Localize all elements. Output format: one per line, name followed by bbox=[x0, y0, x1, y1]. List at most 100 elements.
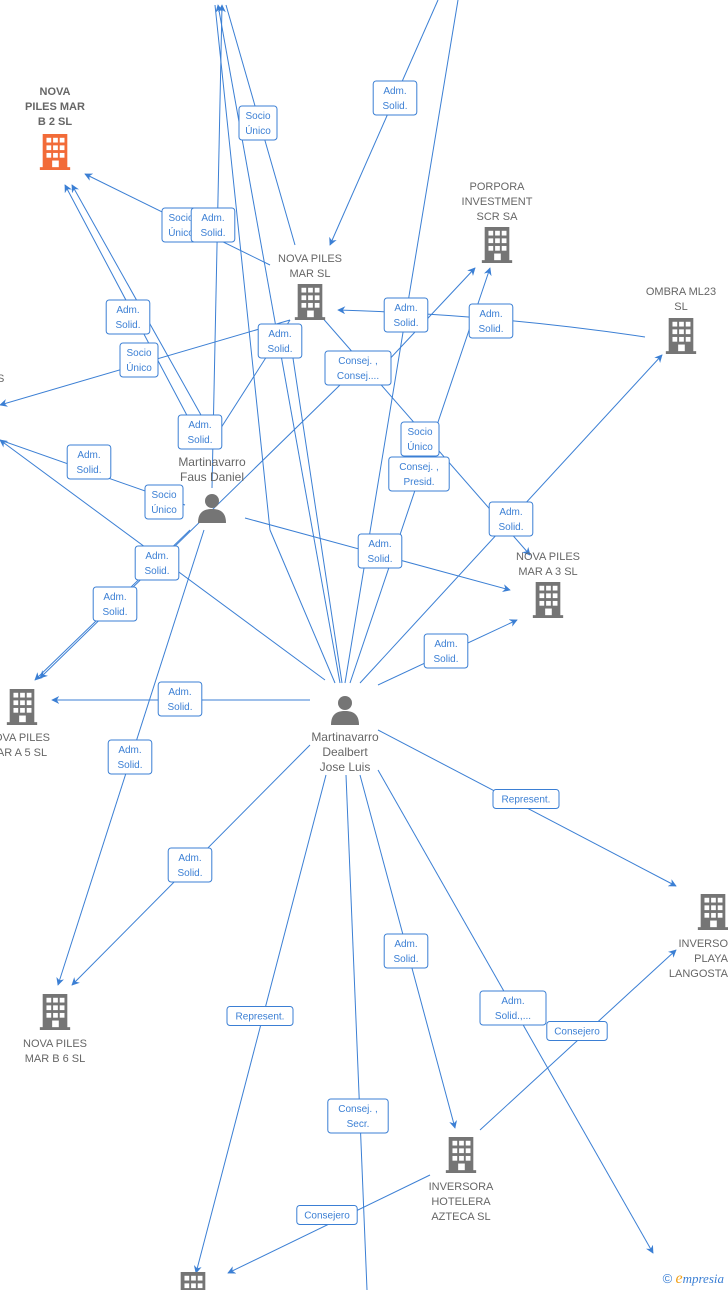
edge-label-text: Único bbox=[151, 503, 177, 516]
edge-label-text: Solid. bbox=[393, 318, 418, 329]
edge-label-text: Consej. , bbox=[399, 462, 438, 473]
edge-label-l22[interactable]: Adm.Solid. bbox=[107, 739, 153, 775]
edge-label-box bbox=[546, 1021, 608, 1041]
node-label-line: MAR SL bbox=[290, 268, 331, 280]
footer-brand[interactable]: © empresia bbox=[663, 1270, 724, 1288]
edge-label-l6[interactable]: Adm. Solid. bbox=[257, 323, 303, 359]
edge-label-l20[interactable]: Adm.Solid. bbox=[423, 633, 469, 669]
edges-layer bbox=[0, 0, 677, 1290]
edge-label-text: Consejero bbox=[304, 1211, 350, 1222]
edge-label-box bbox=[400, 421, 440, 457]
person-icon bbox=[331, 696, 359, 725]
brand-initial: e bbox=[675, 1270, 683, 1287]
edge-label-l5[interactable]: Adm.Solid. bbox=[105, 299, 151, 335]
edge-label-l7[interactable]: Adm.Solid. bbox=[383, 297, 429, 333]
edge-label-l11[interactable]: Adm.Solid. bbox=[177, 414, 223, 450]
edge-label-l23[interactable]: Represent. bbox=[492, 789, 560, 809]
edge-label-l26[interactable]: Represent. bbox=[226, 1006, 294, 1026]
edge bbox=[39, 384, 341, 679]
edge-label-l24[interactable]: Adm.Solid. bbox=[167, 847, 213, 883]
node-label-line: Faus Daniel bbox=[180, 470, 244, 484]
edge-label-l25[interactable]: Adm.Solid. bbox=[383, 933, 429, 969]
node-label-line: Jose Luis bbox=[320, 760, 371, 774]
edge-label-l16[interactable]: Adm.Solid. bbox=[488, 501, 534, 537]
node-label-line: INVERSO bbox=[678, 938, 728, 950]
node-label-line: SCR SA bbox=[477, 211, 519, 223]
edge-label-box bbox=[238, 105, 278, 141]
edge bbox=[214, 4, 271, 531]
edge-label-l30[interactable]: Consejero bbox=[296, 1205, 358, 1225]
node-label-line: NOVA PILES bbox=[516, 551, 580, 563]
edge-label-box bbox=[327, 1098, 389, 1134]
building-icon bbox=[6, 689, 38, 725]
edge-label-text: Consejero bbox=[554, 1027, 600, 1038]
node-label-line: HOTELERA bbox=[431, 1196, 491, 1208]
edge-label-text: Secr. bbox=[347, 1119, 370, 1130]
edge-label-text: Solid. bbox=[115, 320, 140, 331]
edge-label-text: Adm. bbox=[118, 745, 141, 756]
edge-label-l21[interactable]: Adm.Solid. bbox=[157, 681, 203, 717]
building-icon bbox=[665, 318, 697, 354]
edge-label-l1[interactable]: Adm.Solid. bbox=[372, 80, 418, 116]
edge-label-text: Único bbox=[126, 361, 152, 374]
brand-name: mpresia bbox=[682, 1271, 724, 1286]
edge-label-text: Solid. bbox=[367, 554, 392, 565]
edge-label-box bbox=[492, 789, 560, 809]
edge-label-box bbox=[167, 847, 213, 883]
edge-label-l4[interactable]: Adm.Solid. bbox=[190, 207, 236, 243]
edge-label-text: Solid. bbox=[267, 344, 292, 355]
edge-label-text: Consej. , bbox=[338, 1104, 377, 1115]
edge-label-l27[interactable]: Adm.Solid.,... bbox=[479, 990, 547, 1026]
edge-label-l13[interactable]: Consej. ,Presid. bbox=[388, 456, 450, 492]
node-label-line: Dealbert bbox=[322, 745, 368, 759]
edge-label-l9[interactable]: Consej. ,Consej.... bbox=[324, 350, 392, 386]
edge-label-box bbox=[144, 484, 184, 520]
node-label-line: PORPORA bbox=[469, 181, 525, 193]
edge-label-text: Socio bbox=[151, 490, 176, 501]
building-icon bbox=[697, 894, 728, 930]
edge-label-l18[interactable]: Adm. Solid. bbox=[357, 533, 403, 569]
node-label-line: INVESTMENT bbox=[462, 196, 533, 208]
company-node-bottom-left[interactable] bbox=[177, 1272, 209, 1290]
edge-label-text: Socio bbox=[168, 213, 193, 224]
edge-label-text: Adm. bbox=[188, 420, 211, 431]
node-label-line: MAR B 6 SL bbox=[25, 1053, 86, 1065]
company-node-porpora[interactable]: PORPORA INVESTMENT SCR SA bbox=[462, 181, 533, 263]
edge-label-text: Represent. bbox=[502, 795, 551, 806]
edge-label-text: Solid. bbox=[200, 228, 225, 239]
node-label-line: OMBRA ML23 bbox=[646, 286, 716, 298]
company-node-left-edge-text[interactable]: S bbox=[0, 373, 4, 385]
edge-label-l17[interactable]: Adm.Solid. bbox=[134, 545, 180, 581]
edge-label-l28[interactable]: Consejero bbox=[546, 1021, 608, 1041]
edge-label-l10[interactable]: Adm.Solid. bbox=[468, 303, 514, 339]
edge-label-l29[interactable]: Consej. , Secr. bbox=[327, 1098, 389, 1134]
edge-label-box bbox=[92, 586, 138, 622]
edge bbox=[345, 774, 368, 1290]
building-icon bbox=[532, 582, 564, 618]
edge bbox=[211, 4, 226, 489]
edge-label-text: Adm. bbox=[268, 329, 291, 340]
edge-label-text: Socio bbox=[245, 111, 270, 122]
edge-label-box bbox=[479, 990, 547, 1026]
edge bbox=[269, 529, 336, 684]
edge-label-text: Adm. bbox=[434, 639, 457, 650]
edge-label-l19[interactable]: Adm.Solid. bbox=[92, 586, 138, 622]
edge-label-l14[interactable]: Adm.Solid. bbox=[66, 444, 112, 480]
edge-label-text: Adm. bbox=[368, 539, 391, 550]
node-label-line: Martinavarro bbox=[178, 455, 246, 469]
